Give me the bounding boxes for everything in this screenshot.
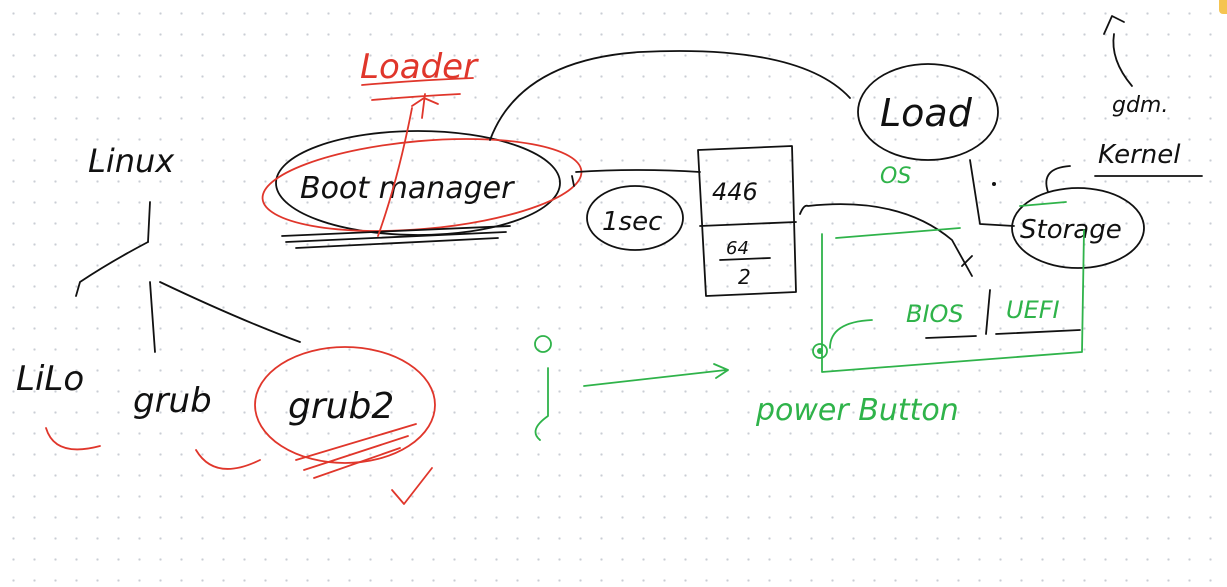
grub2-circle [254, 346, 436, 464]
power-arrow-into-box [829, 319, 873, 349]
loader-arrow [411, 93, 439, 119]
mbr-box: 446 64 2 [697, 145, 973, 297]
user-body-icon [534, 367, 549, 441]
storage-to-kernel [1045, 165, 1071, 193]
power-button-dot [817, 348, 823, 354]
one-sec-circle [586, 185, 684, 251]
uefi-underline [995, 329, 1081, 335]
boot-manager: Boot manager [261, 50, 851, 249]
mbr-to-firmware-line [799, 203, 973, 277]
grub2-scribble [295, 423, 417, 479]
branch-grub2 [159, 281, 301, 343]
linux-tree: Linux LiLo grub [16, 142, 301, 470]
loader-underline-2 [371, 93, 461, 101]
loader-annotation: Loader [360, 47, 479, 119]
firmware-box: BIOS UEFI [812, 201, 1085, 373]
boot-manager-to-mbr-line [571, 169, 701, 187]
storage-dot [992, 182, 996, 186]
mbr-rect [697, 145, 797, 297]
lilo-to-grub-arrow [45, 427, 101, 451]
bios-label: BIOS [906, 300, 964, 328]
storage-to-load [969, 159, 1015, 227]
boot-manager-to-load-curve [489, 50, 851, 141]
kernel-note: gdm. [1112, 93, 1168, 118]
grub2-checkmark [391, 467, 433, 505]
storage-circle [1011, 187, 1145, 269]
mbr-fraction-bar [719, 257, 771, 261]
grub2-highlight: grub2 [254, 346, 436, 505]
boot-manager-black-ellipse [275, 130, 561, 236]
loader-to-boot-manager [377, 107, 413, 237]
user-head-icon [534, 335, 552, 353]
mbr-divider [699, 221, 797, 227]
uefi-label: UEFI [1006, 296, 1060, 324]
branch-grub [149, 281, 156, 353]
lilo-label: LiLo [16, 359, 84, 399]
grub2-label: grub2 [288, 386, 394, 427]
os-label: OS [880, 164, 911, 189]
mbr-mid-value: 64 [726, 238, 749, 259]
press-arrow [583, 363, 729, 387]
kernel-up-arrow [1103, 15, 1133, 87]
power-button-label: power Button [755, 393, 959, 428]
bios-underline [925, 335, 977, 339]
grub-to-grub2-arrow [195, 449, 261, 470]
one-sec-label: 1sec [602, 207, 662, 237]
grub-label: grub [133, 381, 212, 421]
firmware-rect [821, 229, 1085, 373]
power-button-group: power Button [534, 335, 959, 441]
load-label: Load [880, 91, 973, 135]
linux-stem [147, 201, 151, 243]
load-circle [857, 63, 999, 161]
branch-lilo [75, 241, 149, 297]
loader-underline [361, 77, 474, 86]
kernel-label: Kernel [1098, 140, 1181, 170]
power-button-icon [812, 343, 828, 359]
bios-uefi-divider [985, 289, 991, 335]
one-sec-bubble: 1sec [586, 185, 684, 251]
mbr-bottom-value: 2 [738, 265, 751, 289]
corner-tab [1219, 0, 1227, 14]
os-loading: Load OS gdm. Kernel Storage [857, 15, 1203, 269]
linux-label: Linux [88, 142, 175, 180]
storage-label: Storage [1020, 215, 1122, 245]
boot-manager-hatch [281, 225, 511, 249]
mbr-top-value: 446 [712, 178, 758, 206]
firmware-top-edge [835, 201, 1067, 239]
boot-manager-label: Boot manager [300, 171, 515, 206]
